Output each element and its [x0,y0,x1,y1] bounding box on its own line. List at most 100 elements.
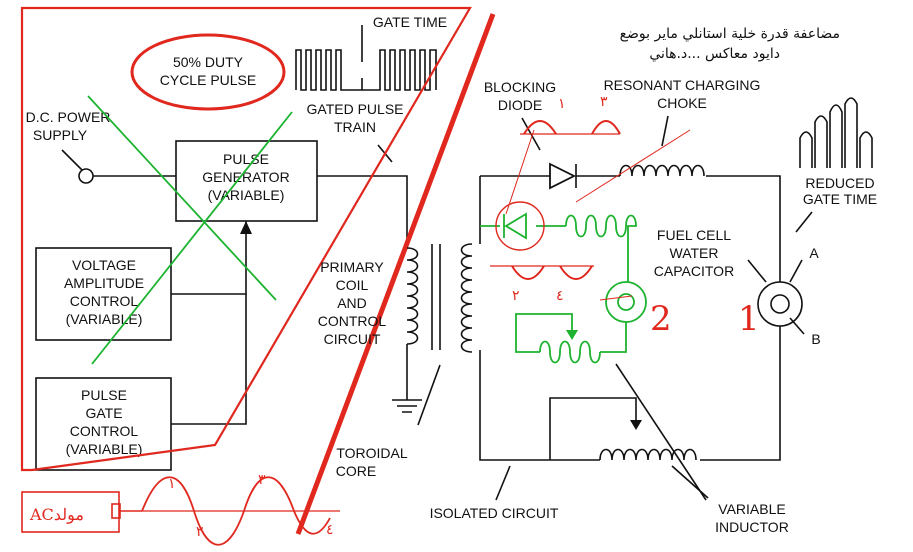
cell-lower-wire [700,326,781,461]
var-ind-tap [549,397,637,460]
prim-label-5: CIRCUIT [324,331,381,347]
big-one: 1 [738,299,760,339]
fc-label-3: CAPACITOR [654,263,734,279]
left-wire [479,176,600,461]
vi-leader-2 [615,363,707,501]
dc-label-2: SUPPLY [33,127,88,143]
vac-label-3: CONTROL [70,293,139,309]
pgc-label-3: CONTROL [70,423,139,439]
primary-coil [406,247,419,345]
red-frame [20,6,472,472]
ac-sine-wave [141,476,331,546]
green-diode-circle [495,201,545,251]
ac-num-1: ١ [168,476,176,492]
green-fuel-cell-outer [605,281,647,323]
iso-leader [495,465,511,501]
red-upper-pulses [523,120,621,135]
duty-label-1: 50% DUTY [173,54,244,70]
arrow-up [240,221,252,234]
diode-triangle [549,162,577,190]
lower-num-2: ٢ [512,288,520,304]
pg-label-2: GENERATOR [202,169,289,185]
fuel-cell-inner [770,294,790,314]
fuel-cell-outer [757,281,803,327]
rc-leader [661,115,669,147]
gpt-label-2: TRAIN [334,119,376,135]
rg-label-2: GATE TIME [803,191,877,207]
rg-leader [795,211,813,233]
rg-label-1: REDUCED [805,175,874,191]
ac-generator-box [21,491,120,533]
choke-coil [619,164,705,177]
arabic-title-1: مضاعفة قدرة خلية استانلي ماير بوضع [620,26,840,42]
fc-leader [747,259,767,283]
ground-symbol [392,399,422,413]
vac-wire [171,221,247,295]
green-cross-1 [87,95,277,301]
bd-label-2: DIODE [498,97,542,113]
prim-label-3: AND [337,295,367,311]
prim-label-4: CONTROL [318,313,387,329]
a-label: A [809,245,819,261]
red-leader-3 [599,295,633,301]
vac-label-2: AMPLITUDE [64,275,144,291]
fuel-cell-electrode-b [789,317,805,335]
big-two: 2 [650,299,672,339]
var-ind-arrow [630,420,642,430]
prim-label-2: COIL [336,277,369,293]
pgc-label-2: GATE [85,405,122,421]
upper-num-3: ٣ [600,94,608,110]
green-lower-coil [539,340,601,364]
ac-num-3: ٣ [258,472,266,488]
secondary-coil [460,243,473,353]
ac-generator-label: ACمولد [29,505,84,524]
red-divider [295,13,496,535]
iso-label: ISOLATED CIRCUIT [430,505,559,521]
ac-num-4: ٤ [326,522,334,538]
rc-label-1: RESONANT CHARGING [604,77,761,93]
gpt-label-1: GATED PULSE [307,101,404,117]
duty-label-2: CYCLE PULSE [160,72,256,88]
bd-label-1: BLOCKING [484,79,556,95]
red-lower-pulses [511,265,593,280]
top-wire [480,175,781,282]
dc-leader [61,149,83,171]
toroid-label-2: CORE [336,463,376,479]
variable-inductor-coil [599,448,697,461]
green-upper-coil [565,214,637,282]
pg-out-wire [317,175,408,248]
vi-leader-1 [671,465,709,499]
prim-label-1: PRIMARY [320,259,384,275]
upper-num-1: ١ [558,96,566,112]
green-inductor-arrow [566,330,578,340]
fc-label-1: FUEL CELL [657,227,731,243]
green-diode-triangle [504,212,527,240]
diode-bar [575,164,594,188]
dc-terminal [78,168,94,184]
fuel-cell-electrode-a [789,259,803,283]
toroid-label-1: TOROIDAL [336,445,408,461]
pg-label-3: (VARIABLE) [208,187,285,203]
pgc-wire [171,294,247,425]
arabic-title-2: دايود معاكس ...د.هاني [649,46,780,62]
vi-label-1: VARIABLE [718,501,785,517]
ac-num-2: ٢ [196,524,204,540]
green-cross-2 [91,111,293,365]
green-lower-wire [515,313,627,353]
vac-label-4: (VARIABLE) [66,311,143,327]
vac-label-1: VOLTAGE [72,257,136,273]
gate-time-label: GATE TIME [373,14,447,30]
red-leader-1 [505,129,535,215]
lower-num-4: ٤ [556,288,564,304]
vi-label-2: INDUCTOR [715,519,789,535]
rc-label-2: CHOKE [657,95,707,111]
toroid-leader [417,364,441,426]
green-fuel-cell-inner [617,293,635,311]
reduced-gate-waveform [799,97,873,168]
pgc-label-4: (VARIABLE) [66,441,143,457]
b-label: B [811,331,820,347]
red-leader-2 [575,129,691,203]
fc-label-2: WATER [670,245,719,261]
gated-pulse-train [295,49,437,91]
